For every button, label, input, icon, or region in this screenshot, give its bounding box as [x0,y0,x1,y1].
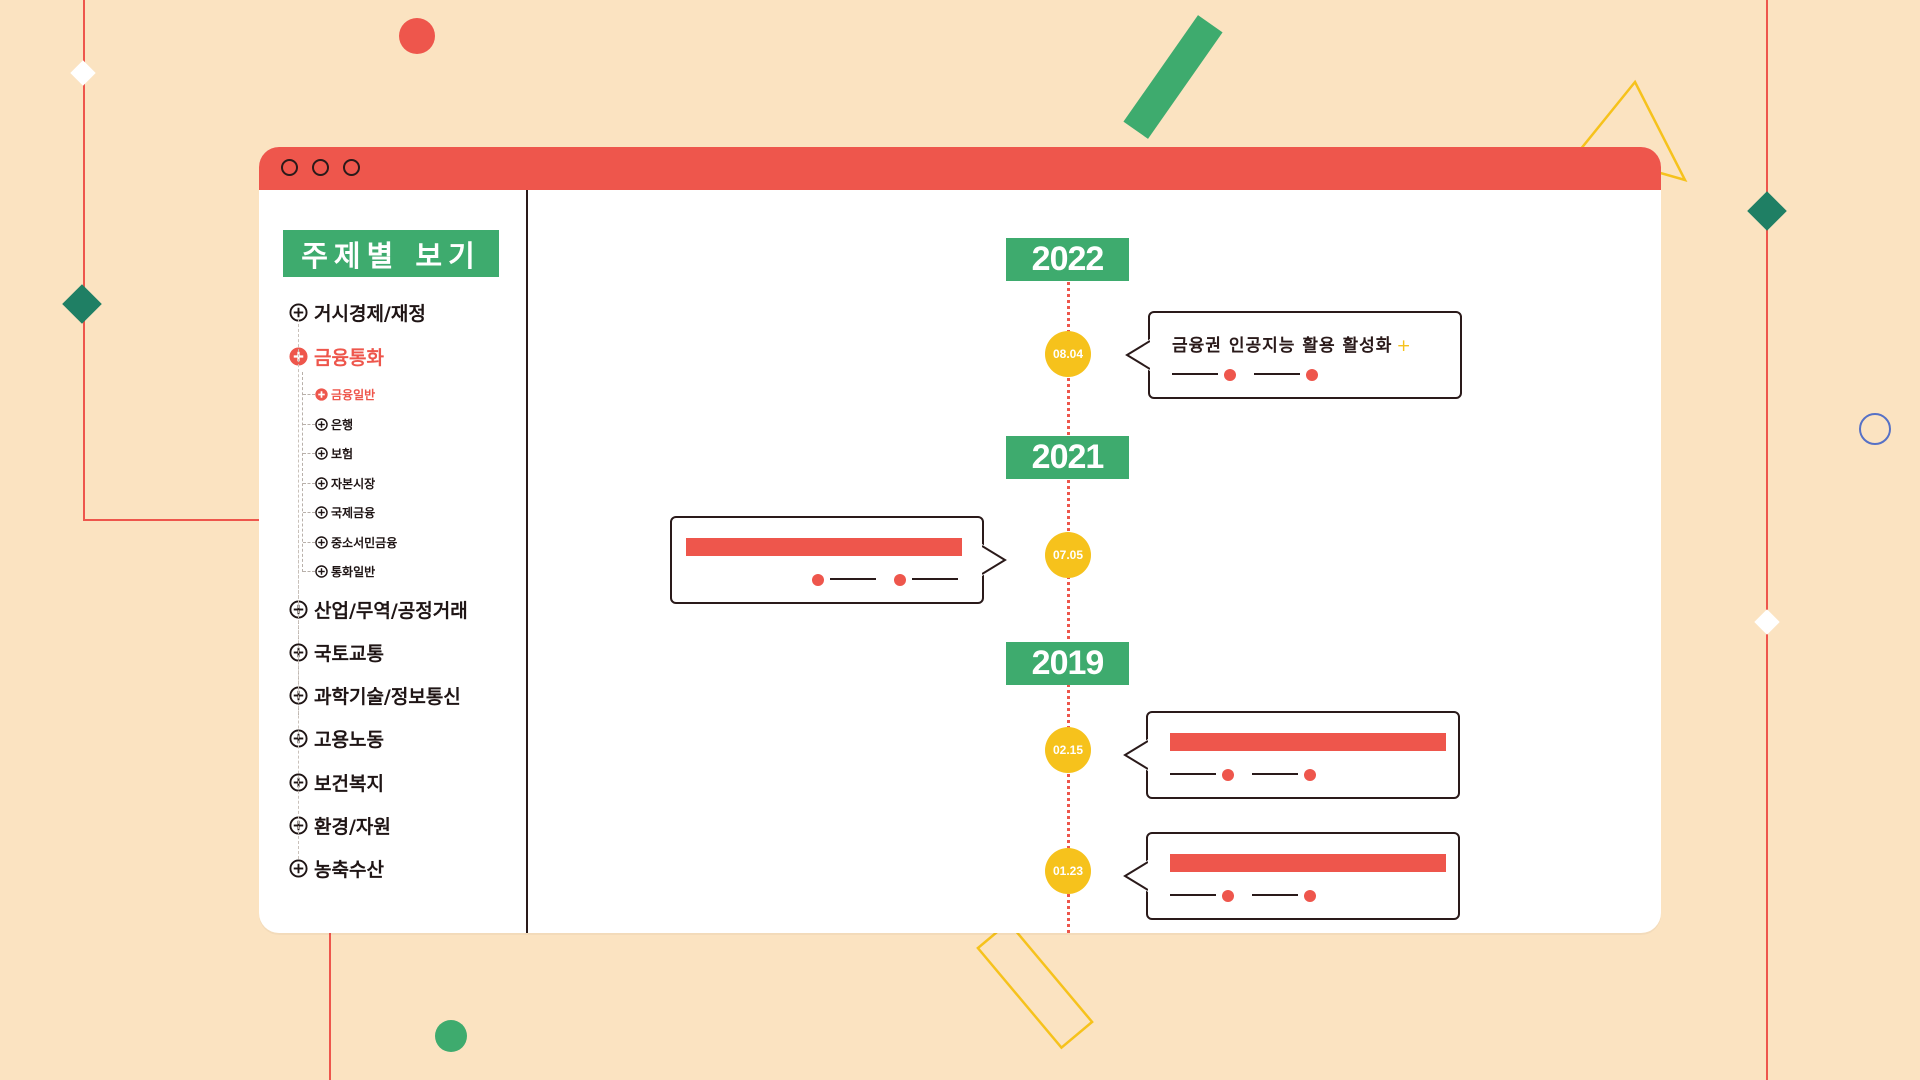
card-title: 금융권 인공지능 활용 활성화+ [1172,331,1412,356]
sidebar-item-label: 보건복지 [314,773,384,795]
sidebar-item-health-welfare[interactable]: 보건복지 [289,769,384,796]
sidebar-item-environment[interactable]: 환경/자원 [289,812,391,839]
window-titlebar [259,147,1661,190]
window-maximize-button[interactable] [343,159,360,176]
window-minimize-button[interactable] [312,159,329,176]
sidebar-item-label: 금융통화 [314,347,384,369]
date-marker[interactable]: 07.05 [1045,532,1091,578]
sidebar-subitem-bank[interactable]: 은행 [315,416,353,433]
sidebar-subitem-sme-finance[interactable]: 중소서민금융 [315,534,397,551]
card-pointer [982,544,1007,576]
plus-circle-icon [315,536,328,549]
sidebar-item-label: 환경/자원 [314,816,391,838]
sidebar-subitem-general-finance[interactable]: 금융일반 [315,386,375,403]
sidebar-subitem-insurance[interactable]: 보험 [315,445,353,462]
card-title-placeholder-bar [686,538,962,556]
subtree-branch [303,394,315,395]
sidebar-item-label: 고용노동 [314,729,384,751]
sidebar-item-industry-trade[interactable]: 산업/무역/공정거래 [289,596,468,623]
date-marker[interactable]: 08.04 [1045,331,1091,377]
card-pointer [1123,860,1148,892]
sidebar-item-science-ict[interactable]: 과학기술/정보통신 [289,682,461,709]
card-title-text: 금융권 인공지능 활용 활성화 [1172,336,1393,356]
sidebar-item-employment-labor[interactable]: 고용노동 [289,725,384,752]
sidebar-subitem-label: 중소서민금융 [331,536,398,550]
sidebar-item-finance[interactable]: 금융통화 [289,343,384,370]
timeline-card[interactable] [1123,711,1460,799]
subtree-branch [303,483,315,484]
sidebar-item-macroeconomy[interactable]: 거시경제/재정 [289,299,426,326]
sidebar-item-label: 산업/무역/공정거래 [314,600,468,622]
subtree-branch [303,453,315,454]
timeline-card[interactable] [1123,832,1460,920]
timeline-card[interactable] [670,516,1007,604]
sidebar-subitem-label: 은행 [331,418,354,432]
sidebar-divider [526,190,528,933]
window-close-button[interactable] [281,159,298,176]
plus-circle-icon [315,418,328,431]
sidebar-subitem-currency-general[interactable]: 통화일반 [315,563,375,580]
sidebar-item-label: 국토교통 [314,643,384,665]
sidebar-subitem-international-finance[interactable]: 국제금융 [315,504,375,521]
card-pointer [1123,739,1148,771]
date-marker[interactable]: 02.15 [1045,727,1091,773]
subtree-connector [302,372,303,572]
sidebar-subitem-label: 국제금융 [331,506,376,520]
sidebar-item-agriculture[interactable]: 농축수산 [289,855,384,882]
tree-connector [298,319,299,859]
card-pointer [1125,339,1150,371]
sidebar-item-land-transport[interactable]: 국토교통 [289,639,384,666]
subtree-branch [303,542,315,543]
card-title-placeholder-bar [1170,733,1446,751]
plus-circle-icon [315,506,328,519]
timeline-line [1067,271,1070,933]
date-marker[interactable]: 01.23 [1045,848,1091,894]
plus-circle-icon [315,477,328,490]
subtree-branch [303,512,315,513]
expand-plus-icon[interactable]: + [1396,336,1412,356]
sidebar-item-label: 과학기술/정보통신 [314,686,461,708]
sidebar-subitem-label: 보험 [331,447,354,461]
sidebar-subitem-capital-market[interactable]: 자본시장 [315,475,375,492]
plus-circle-icon [289,859,308,878]
year-label-2019: 2019 [1006,642,1129,685]
subtree-branch [303,424,315,425]
subtree-branch [303,571,315,572]
plus-circle-icon [315,447,328,460]
year-label-2022: 2022 [1006,238,1129,281]
plus-circle-filled-icon [315,388,328,401]
plus-circle-icon [315,565,328,578]
year-label-2021: 2021 [1006,436,1129,479]
sidebar-subitem-label: 통화일반 [331,565,376,579]
card-title-placeholder-bar [1170,854,1446,872]
sidebar-title: 주제별 보기 [283,230,499,277]
sidebar-subitem-label: 자본시장 [331,477,376,491]
timeline-card[interactable]: 금융권 인공지능 활용 활성화+ [1125,311,1462,399]
sidebar-item-label: 거시경제/재정 [314,303,426,325]
app-window: 주제별 보기 거시경제/재정 금융통화 금융일반 은행 보험 자본시장 국제금융… [259,147,1661,933]
sidebar-item-label: 농축수산 [314,859,384,881]
sidebar-subitem-label: 금융일반 [331,388,376,402]
